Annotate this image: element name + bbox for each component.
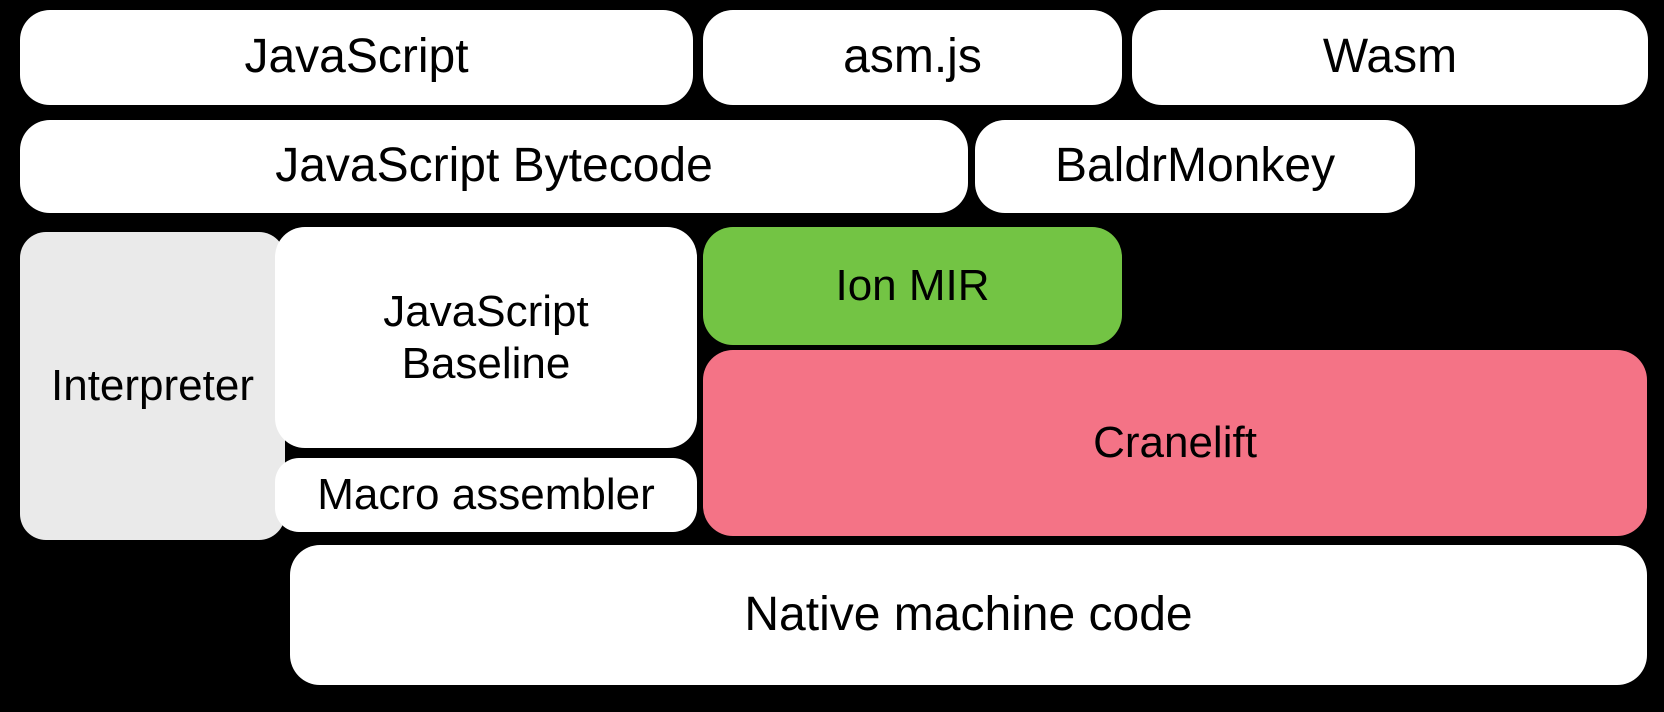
node-javascript-baseline[interactable]: JavaScript Baseline	[275, 227, 697, 448]
node-macro-assembler[interactable]: Macro assembler	[275, 458, 697, 532]
node-asmjs-label: asm.js	[843, 30, 982, 84]
node-interpreter[interactable]: Interpreter	[20, 232, 285, 540]
node-ion-mir-label: Ion MIR	[835, 261, 990, 311]
node-wasm-label: Wasm	[1322, 30, 1458, 84]
node-ion-mir[interactable]: Ion MIR	[703, 227, 1122, 345]
node-javascript[interactable]: JavaScript	[20, 10, 693, 105]
node-native-machine-code[interactable]: Native machine code	[290, 545, 1647, 685]
node-wasm[interactable]: Wasm	[1132, 10, 1648, 105]
node-cranelift[interactable]: Cranelift	[703, 350, 1647, 536]
node-baldrmonkey[interactable]: BaldrMonkey	[975, 120, 1415, 213]
node-javascript-label: JavaScript	[244, 30, 469, 84]
node-asmjs[interactable]: asm.js	[703, 10, 1122, 105]
node-cranelift-label: Cranelift	[1093, 418, 1257, 468]
node-javascript-bytecode[interactable]: JavaScript Bytecode	[20, 120, 968, 213]
node-javascript-bytecode-label: JavaScript Bytecode	[275, 139, 713, 193]
node-macro-assembler-label: Macro assembler	[317, 470, 655, 520]
node-baldrmonkey-label: BaldrMonkey	[1054, 139, 1336, 193]
node-javascript-baseline-label: JavaScript Baseline	[383, 286, 589, 388]
node-native-machine-code-label: Native machine code	[744, 587, 1193, 641]
node-interpreter-label: Interpreter	[51, 361, 254, 411]
